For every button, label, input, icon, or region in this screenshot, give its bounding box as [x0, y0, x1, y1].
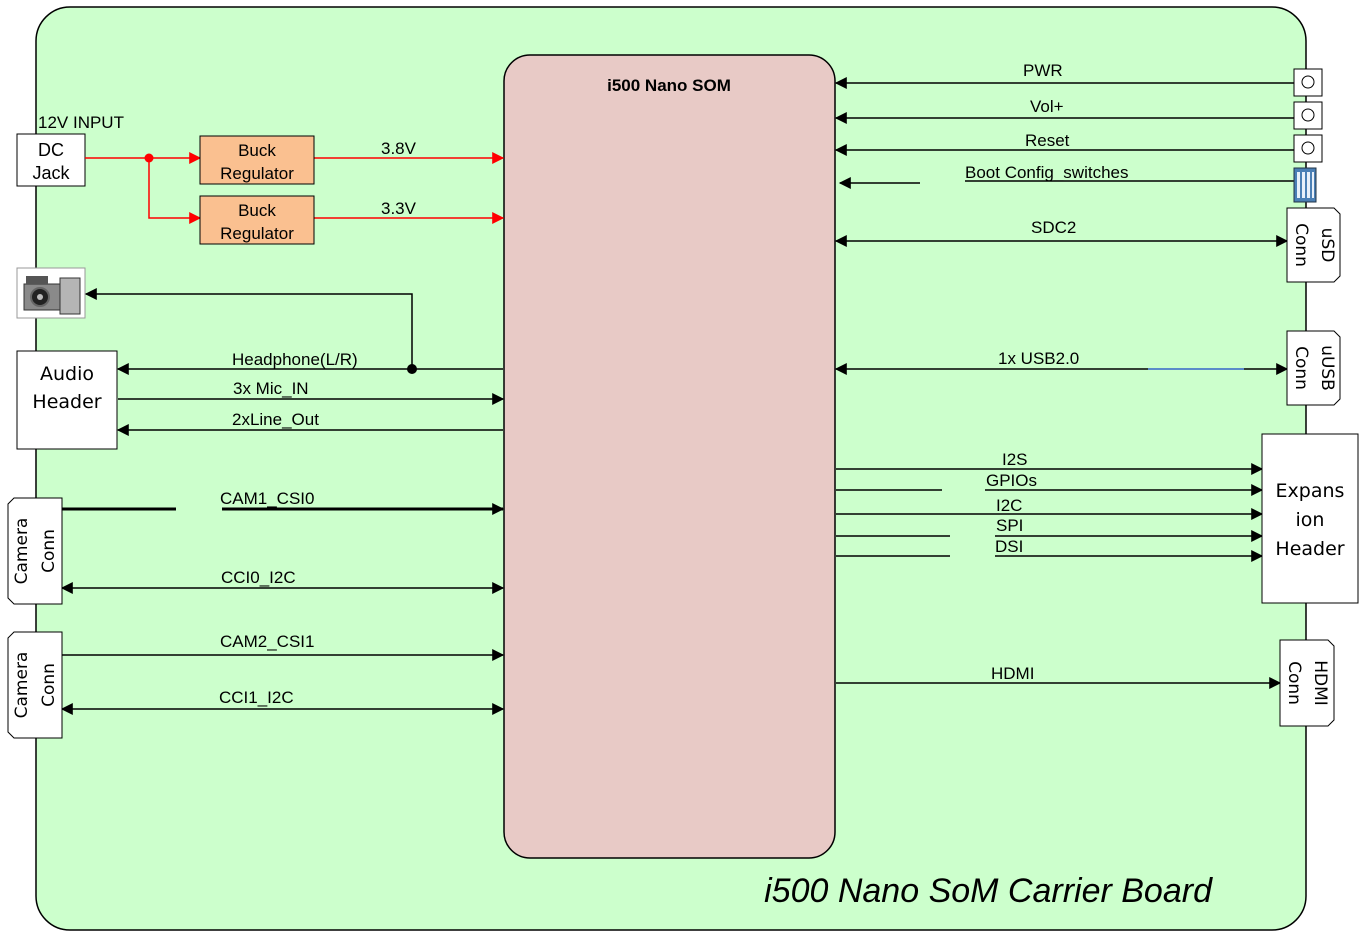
exp-label-2: ion: [1296, 509, 1325, 531]
audio-header-label-1: Audio: [40, 363, 94, 385]
cam1-csi-label: CAM1_CSI0: [220, 489, 314, 508]
audio-header-label-2: Header: [32, 391, 101, 413]
power-junction: [144, 153, 154, 163]
dsi-label: DSI: [995, 537, 1023, 556]
line-out-label: 2xLine_Out: [232, 410, 319, 429]
camera-conn-2-label-2: Conn: [39, 663, 59, 707]
pwr-label: PWR: [1023, 61, 1063, 80]
reset-label: Reset: [1025, 131, 1070, 150]
left-wiring: [60, 288, 505, 715]
buck-regulator-1: [199, 135, 315, 185]
usd-label-1: uSD: [1317, 228, 1337, 263]
hdmi-label: HDMI: [991, 664, 1034, 683]
usd-label-2: Conn: [1291, 223, 1311, 267]
spi-label: SPI: [996, 516, 1023, 535]
input-label: 12V INPUT: [38, 113, 124, 132]
volp-label: Vol+: [1030, 97, 1064, 116]
rail-3v3-label: 3.3V: [381, 199, 417, 218]
buck-regulator-2: [199, 195, 315, 245]
camera-conn-1-label-2: Conn: [39, 529, 59, 573]
boot-label: Boot Config_switches: [965, 163, 1128, 182]
usb-label: 1x USB2.0: [998, 349, 1079, 368]
power-wiring: [85, 152, 505, 224]
reg1-label-2: Regulator: [220, 164, 294, 183]
rail-3v8-label: 3.8V: [381, 139, 417, 158]
audio-header: [16, 350, 118, 450]
camera-conn-1: [7, 497, 63, 605]
dc-jack-label-1: DC: [38, 140, 64, 160]
sdc2-label: SDC2: [1031, 218, 1076, 237]
uusb-conn: [1286, 330, 1341, 406]
gpios-label: GPIOs: [986, 471, 1037, 490]
camera-conn-2: [7, 631, 63, 739]
camera-conn-1-label-1: Camera: [12, 518, 32, 585]
headphone-label: Headphone(L/R): [232, 350, 358, 369]
expansion-header: [1261, 433, 1359, 604]
push-button-icon: [1293, 101, 1323, 130]
board-title: i500 Nano SoM Carrier Board: [764, 872, 1213, 910]
uusb-label-1: uUSB: [1317, 345, 1337, 391]
cci0-label: CCI0_I2C: [221, 568, 296, 587]
cci1-label: CCI1_I2C: [219, 688, 294, 707]
cam2-csi-label: CAM2_CSI1: [220, 632, 314, 651]
dc-jack: [16, 133, 86, 187]
som-block: [503, 54, 836, 859]
exp-label-1: Expans: [1276, 480, 1345, 502]
hdmi-conn-label-2: Conn: [1284, 661, 1304, 705]
som-label: i500 Nano SOM: [607, 76, 731, 95]
reg1-label-1: Buck: [238, 141, 276, 160]
mic-in-label: 3x Mic_IN: [233, 379, 309, 398]
i2c-label: I2C: [996, 496, 1022, 515]
reg2-label-2: Regulator: [220, 224, 294, 243]
dip-switch-icon: [1293, 167, 1317, 203]
exp-label-3: Header: [1275, 538, 1344, 560]
camera-conn-2-label-1: Camera: [12, 652, 32, 719]
reg2-label-1: Buck: [238, 201, 276, 220]
right-wiring: [834, 77, 1294, 689]
push-button-icon: [1293, 68, 1323, 97]
hdmi-conn-label-1: HDMI: [1310, 660, 1330, 706]
dc-jack-label-2: Jack: [32, 163, 70, 183]
audio-jack-icon: [16, 267, 86, 319]
push-button-icon: [1293, 134, 1323, 163]
headphone-junction: [407, 364, 417, 374]
usd-conn: [1286, 207, 1341, 283]
uusb-label-2: Conn: [1291, 346, 1311, 390]
i2s-label: I2S: [1002, 450, 1028, 469]
hdmi-conn: [1279, 639, 1335, 727]
